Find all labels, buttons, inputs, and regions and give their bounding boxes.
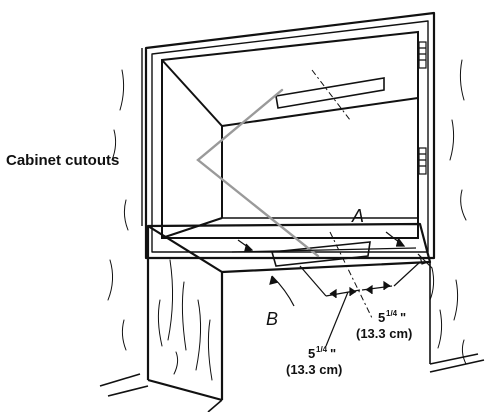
dimension-label-b: B xyxy=(266,309,278,329)
dimension-a-arrows xyxy=(231,231,433,269)
dimension-lower-metric: (13.3 cm) xyxy=(286,362,342,377)
hinge-icons xyxy=(418,41,427,175)
dimension-right-fraction: 1/4 xyxy=(386,309,398,318)
upper-cabinet-frame xyxy=(141,11,436,260)
dimension-lower-inch-mark: " xyxy=(330,346,336,361)
dimension-offset-arrows xyxy=(299,261,421,347)
wall-texture xyxy=(107,59,467,381)
callout-label-cabinet-cutouts: Cabinet cutouts xyxy=(6,152,119,169)
upper-cutout xyxy=(275,69,385,121)
dimension-right-metric: (13.3 cm) xyxy=(356,326,412,341)
dimension-lower-label: 5 1/4 " (13.3 cm) xyxy=(286,345,342,377)
dimension-lower-fraction: 1/4 xyxy=(316,345,328,354)
dimension-right-inch-mark: " xyxy=(400,310,406,325)
callout-lines xyxy=(196,88,320,258)
dimension-right-whole: 5 xyxy=(378,310,385,325)
right-wall-lines xyxy=(429,262,485,373)
dimension-right-label: 5 1/4 " (13.3 cm) xyxy=(356,309,412,341)
dimension-b-leader xyxy=(269,275,295,307)
lower-cutout xyxy=(270,231,373,319)
dimension-lower-whole: 5 xyxy=(308,346,315,361)
cabinet-interior xyxy=(161,30,419,239)
dimension-label-a: A xyxy=(351,206,364,226)
